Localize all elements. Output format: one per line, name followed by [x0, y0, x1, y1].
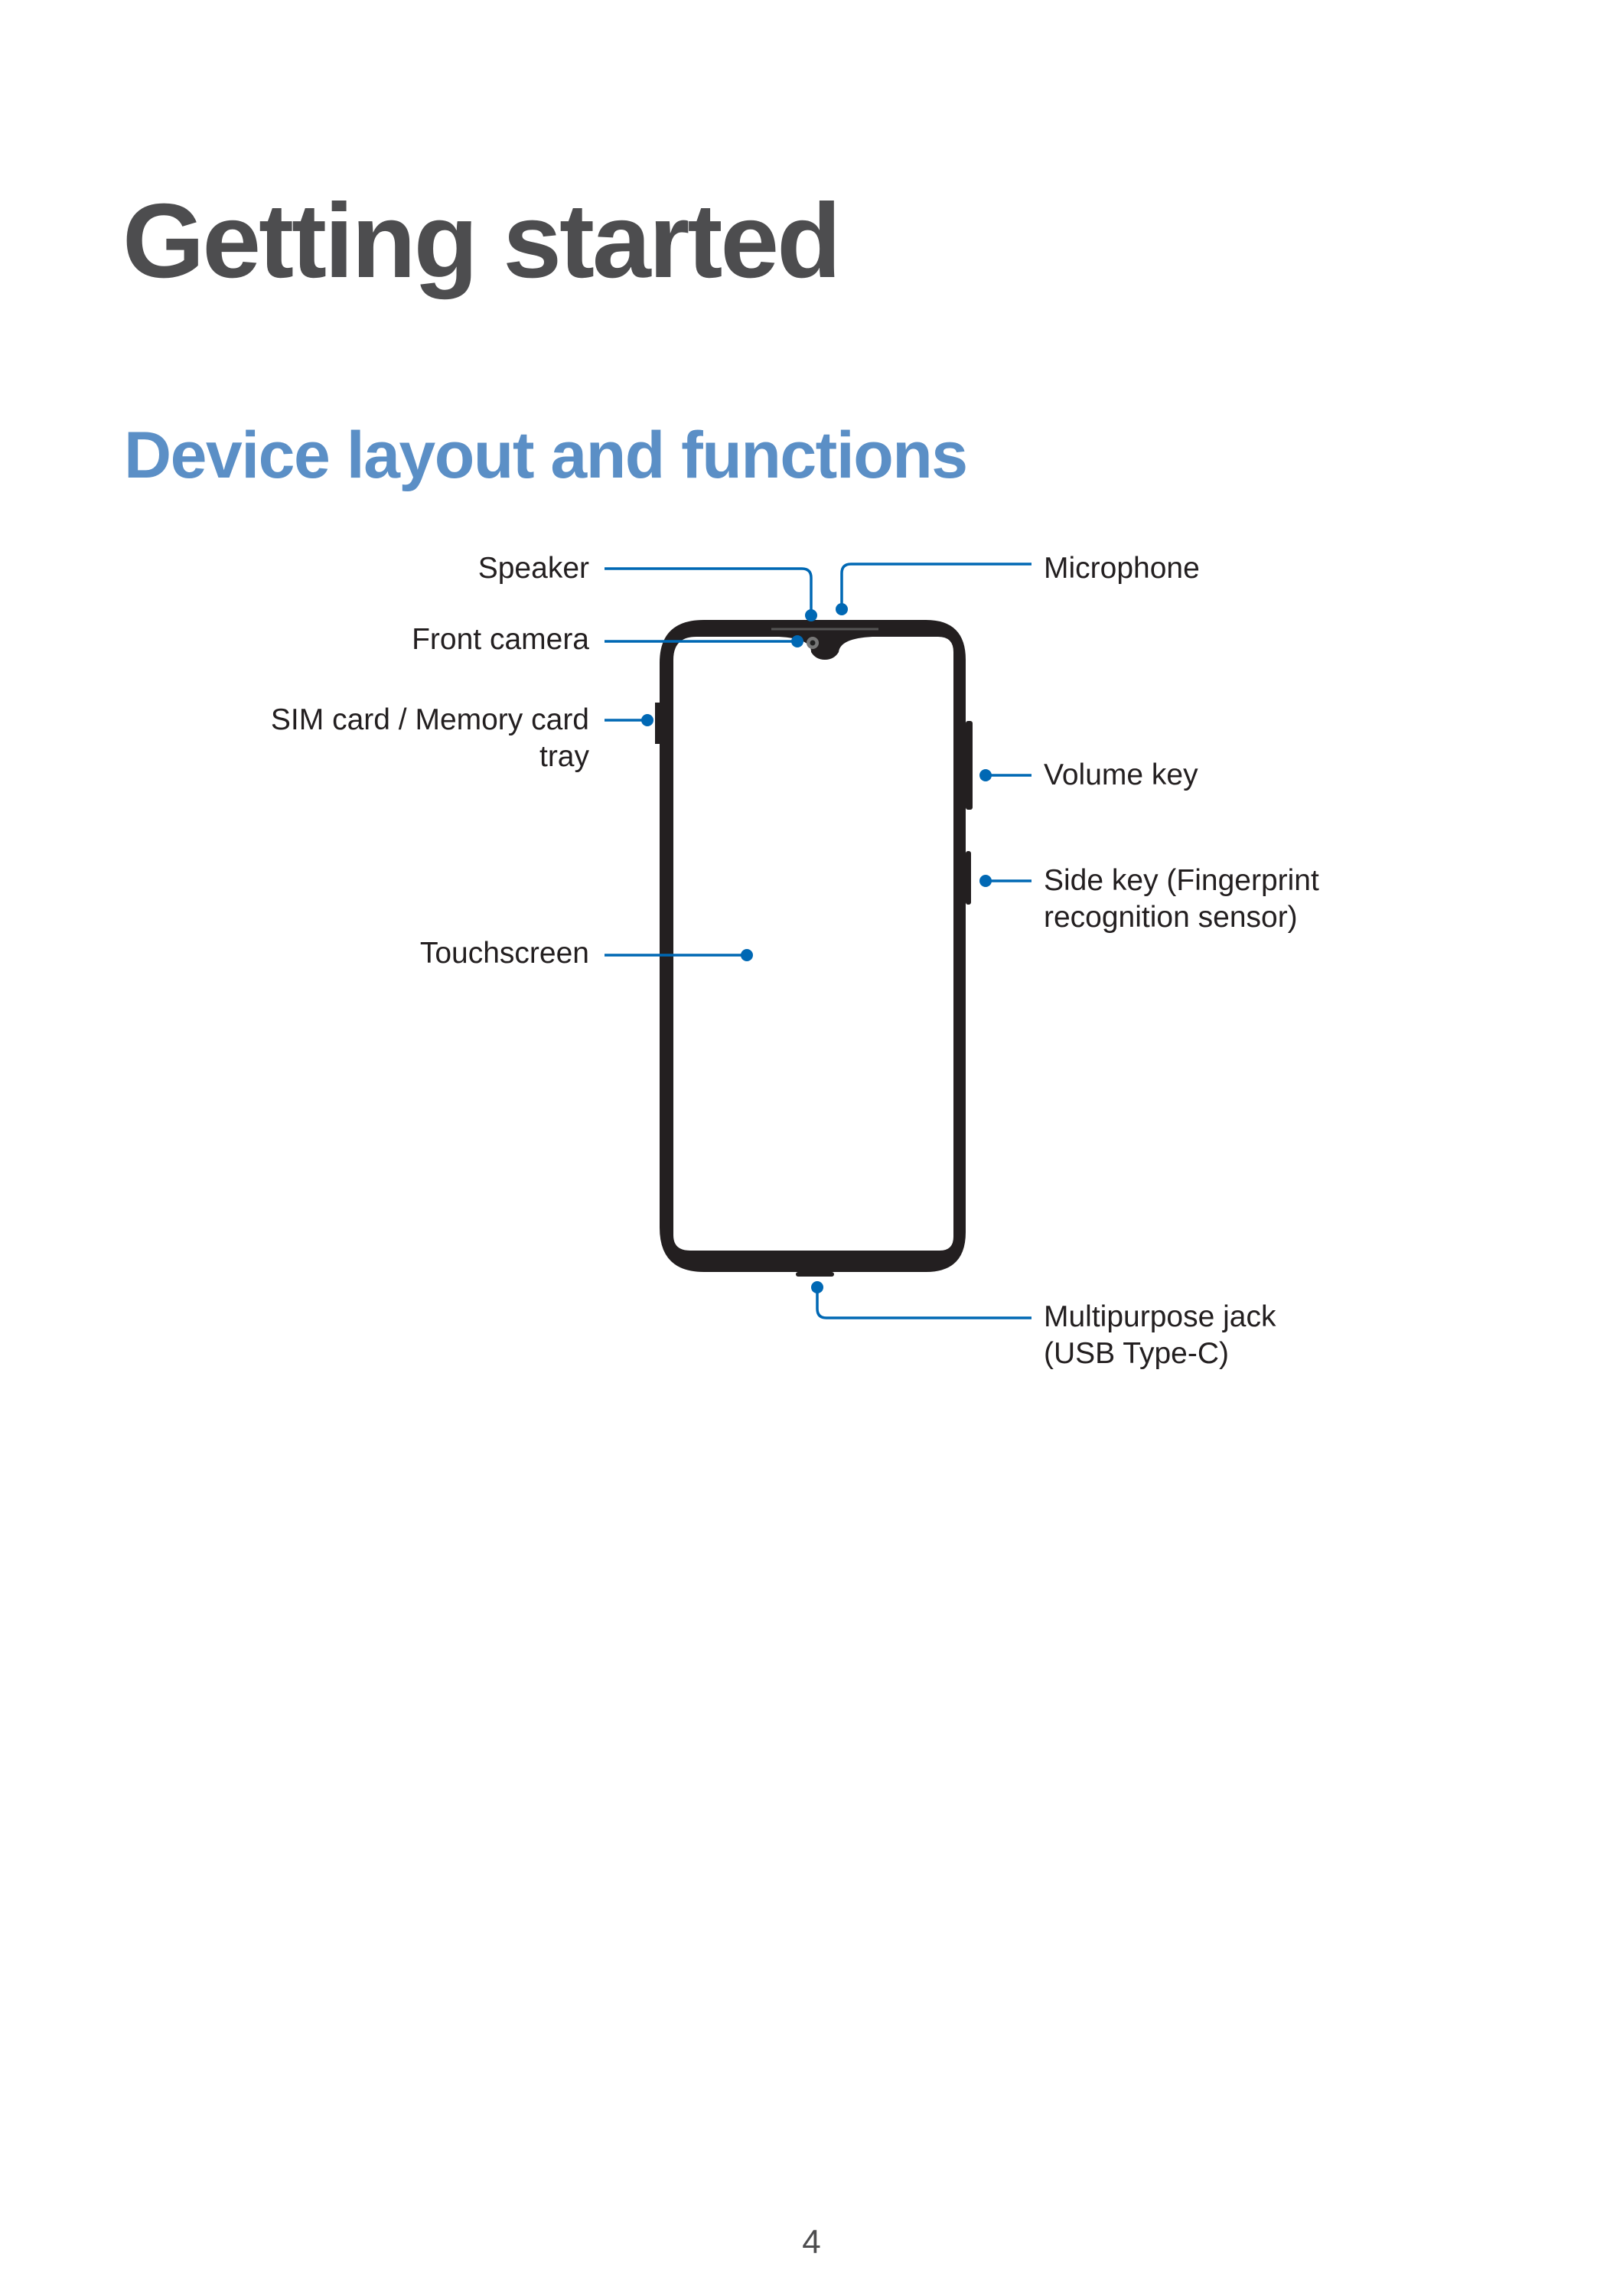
phone-bezel: [660, 620, 966, 1272]
microphone-label: Microphone: [1044, 552, 1200, 585]
callout-lines: [605, 563, 1031, 1319]
side-key-dot: [979, 875, 992, 887]
sim-tray-label: SIM card / Memory card tray: [271, 702, 589, 775]
jack-leader: [816, 1288, 1031, 1319]
usb-port: [796, 1272, 834, 1277]
chapter-title: Getting started: [122, 182, 841, 300]
volume-key-label: Volume key: [1044, 758, 1198, 791]
microphone-leader: [840, 563, 1031, 607]
side-key: [966, 851, 971, 905]
speaker-leader: [605, 567, 813, 614]
sim-tray: [655, 703, 660, 744]
front-camera-dot: [791, 635, 803, 647]
volume-key-dot: [979, 769, 992, 781]
multipurpose-jack-label-line1: Multipurpose jack: [1044, 1300, 1276, 1333]
sim-tray-label-line2: tray: [539, 740, 589, 773]
section-title: Device layout and functions: [124, 419, 968, 492]
side-key-label: Side key (Fingerprint recognition sensor…: [1044, 863, 1319, 936]
side-key-label-line1: Side key (Fingerprint: [1044, 864, 1319, 897]
multipurpose-jack-label: Multipurpose jack (USB Type-C): [1044, 1299, 1276, 1372]
page-number: 4: [802, 2223, 821, 2261]
speaker-dot: [805, 609, 817, 621]
touchscreen-dot: [741, 949, 753, 961]
phone-illustration: [655, 620, 973, 1277]
volume-key: [966, 721, 973, 810]
microphone-dot: [836, 603, 848, 615]
touchscreen-label: Touchscreen: [419, 937, 589, 970]
front-camera-label: Front camera: [412, 623, 589, 656]
callout-dots: [641, 603, 992, 1293]
side-key-label-line2: recognition sensor): [1044, 901, 1298, 934]
multipurpose-jack-label-line2: (USB Type-C): [1044, 1337, 1229, 1370]
jack-dot: [811, 1281, 823, 1293]
sim-tray-dot: [641, 714, 653, 726]
sim-tray-label-line1: SIM card / Memory card: [270, 703, 589, 736]
speaker-label: Speaker: [477, 552, 589, 585]
